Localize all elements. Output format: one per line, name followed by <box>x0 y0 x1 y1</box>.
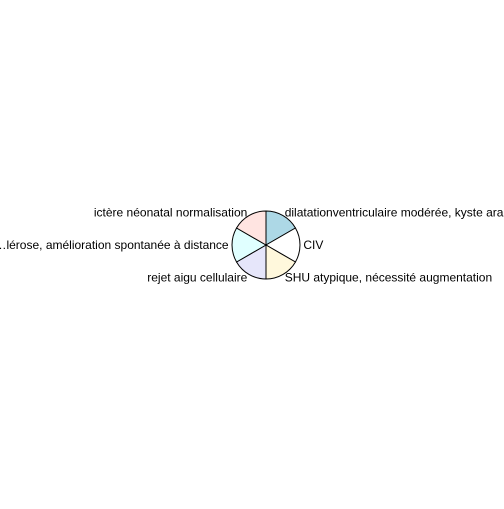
pie-slice-5 <box>235 210 267 246</box>
pie-slices <box>231 210 301 280</box>
pie-label-1: CIV <box>303 238 323 252</box>
pie-label-2: SHU atypique, nécessité augmentation <box>285 270 492 284</box>
pie-label-3: rejet aigu cellulaire <box>147 270 247 284</box>
pie-labels: dilatationventriculaire modérée, kyste a… <box>0 206 504 285</box>
pie-label-4: …lérose, amélioration spontanée à distan… <box>0 238 229 252</box>
pie-label-5: ictère néonatal normalisation <box>94 206 247 220</box>
pie-label-0: dilatationventriculaire modérée, kyste a… <box>285 206 504 220</box>
